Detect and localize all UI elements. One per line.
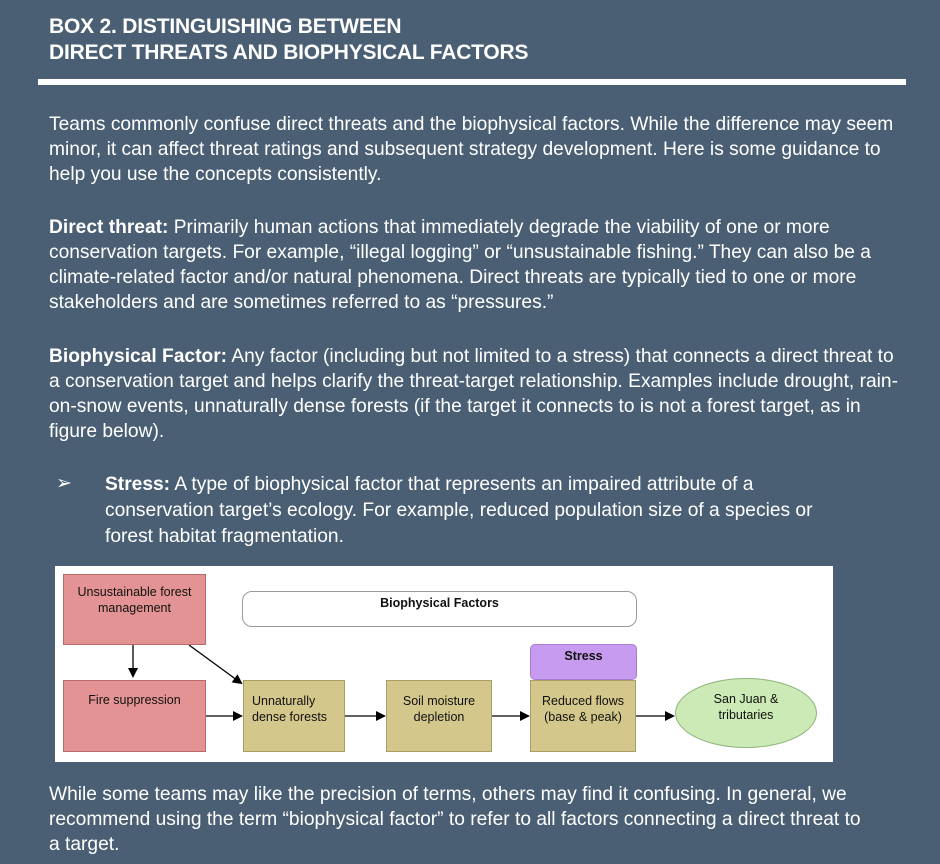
threat-diagram: Unsustainable forest management Fire sup… (55, 566, 833, 762)
stress-header: Stress (530, 644, 637, 680)
node-fire-suppression: Fire suppression (63, 680, 206, 752)
direct-threat-term: Direct threat: (49, 217, 169, 238)
box-title-line-1: BOX 2. DISTINGUISHING BETWEEN (49, 15, 402, 38)
biophysical-factor-paragraph: Biophysical Factor: Any factor (includin… (49, 344, 909, 444)
node-unnaturally-dense-forests: Unnaturally dense forests (243, 680, 345, 752)
title-divider (38, 79, 906, 85)
stress-bullet-item: Stress: A type of biophysical factor tha… (105, 472, 865, 550)
node-soil-moisture-depletion: Soil moisture depletion (386, 680, 492, 752)
intro-paragraph: Teams commonly confuse direct threats an… (49, 114, 894, 185)
box-title: BOX 2. DISTINGUISHING BETWEEN DIRECT THR… (49, 14, 529, 66)
direct-threat-definition: Primarily human actions that immediately… (49, 217, 871, 313)
node-unsustainable-forest-management: Unsustainable forest management (63, 574, 206, 645)
diagram-arrows (128, 644, 675, 721)
stress-term: Stress: (105, 474, 171, 495)
biophysical-factors-header: Biophysical Factors (242, 591, 637, 627)
node-san-juan-tributaries: San Juan & tributaries (675, 678, 817, 748)
bullet-arrow-icon: ➢ (56, 473, 72, 494)
node-reduced-flows: Reduced flows (base & peak) (530, 680, 636, 752)
arrow-unsustainable-to-dense (188, 644, 243, 685)
biophysical-factor-term: Biophysical Factor: (49, 346, 228, 367)
stress-definition: A type of biophysical factor that repres… (105, 474, 813, 547)
direct-threat-paragraph: Direct threat: Primarily human actions t… (49, 215, 909, 315)
box-title-line-2: DIRECT THREATS AND BIOPHYSICAL FACTORS (49, 41, 529, 64)
biophysical-factor-definition: Any factor (including but not limited to… (49, 346, 898, 442)
closing-paragraph: While some teams may like the precision … (49, 784, 861, 855)
